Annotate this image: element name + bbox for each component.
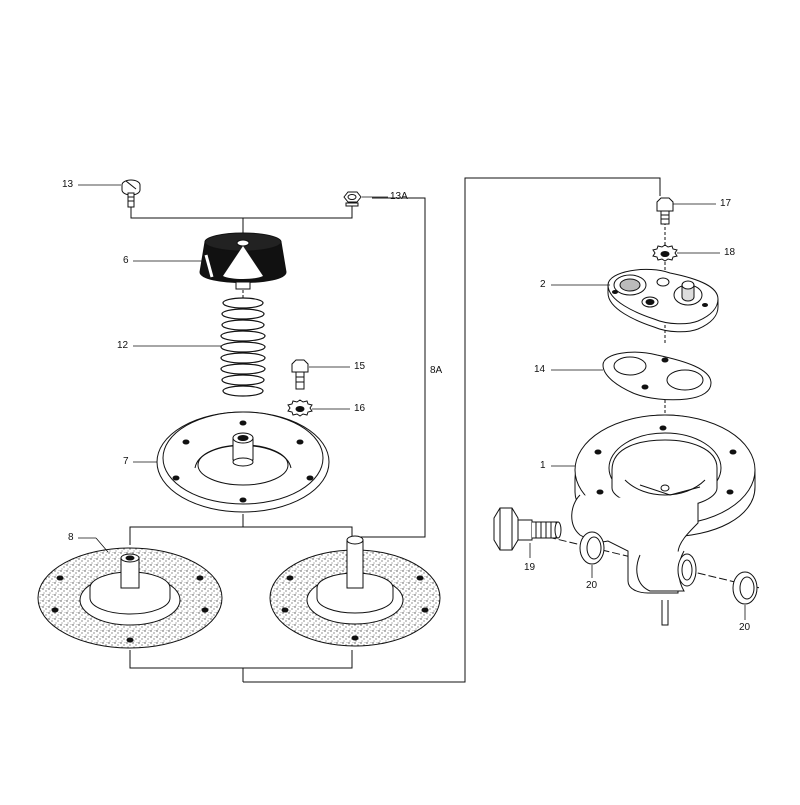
- callout-1: 1: [540, 460, 546, 471]
- part-1-pump-body: [571, 414, 756, 626]
- part-6-knob: [199, 232, 287, 290]
- part-18-star-washer: [652, 244, 678, 262]
- callout-19: 19: [524, 562, 536, 573]
- callout-18: 18: [724, 247, 736, 258]
- part-15-bolt: [291, 359, 309, 390]
- callout-8a: 8A: [430, 365, 443, 376]
- callout-15: 15: [354, 361, 366, 372]
- part-8a-diaphragm-right: [269, 535, 441, 647]
- callout-17: 17: [720, 198, 732, 209]
- part-20-seal-ring-b: [732, 571, 758, 605]
- callout-8: 8: [68, 532, 74, 543]
- part-12-spring: [220, 297, 266, 397]
- callout-6: 6: [123, 255, 129, 266]
- part-20-seal-ring-a: [579, 531, 605, 565]
- part-2-valve-cover: [607, 268, 719, 333]
- callout-16: 16: [354, 403, 366, 414]
- callout-20-a: 20: [586, 580, 598, 591]
- callout-2: 2: [540, 279, 546, 290]
- part-13a-nut: [343, 191, 362, 207]
- callout-12: 12: [117, 340, 129, 351]
- callout-14: 14: [534, 364, 546, 375]
- leader-lines: [78, 184, 746, 620]
- part-7-plate: [156, 411, 330, 513]
- callout-7: 7: [123, 456, 129, 467]
- callout-13a: 13A: [390, 191, 408, 202]
- part-8-diaphragm-left: [37, 547, 223, 649]
- part-17-bolt: [656, 197, 674, 225]
- part-16-star-washer: [287, 399, 313, 417]
- callout-20-b: 20: [739, 622, 751, 633]
- part-13-screw: [121, 179, 141, 208]
- callout-13: 13: [62, 179, 74, 190]
- part-14-gasket: [602, 351, 712, 401]
- part-19-fitting: [493, 507, 562, 551]
